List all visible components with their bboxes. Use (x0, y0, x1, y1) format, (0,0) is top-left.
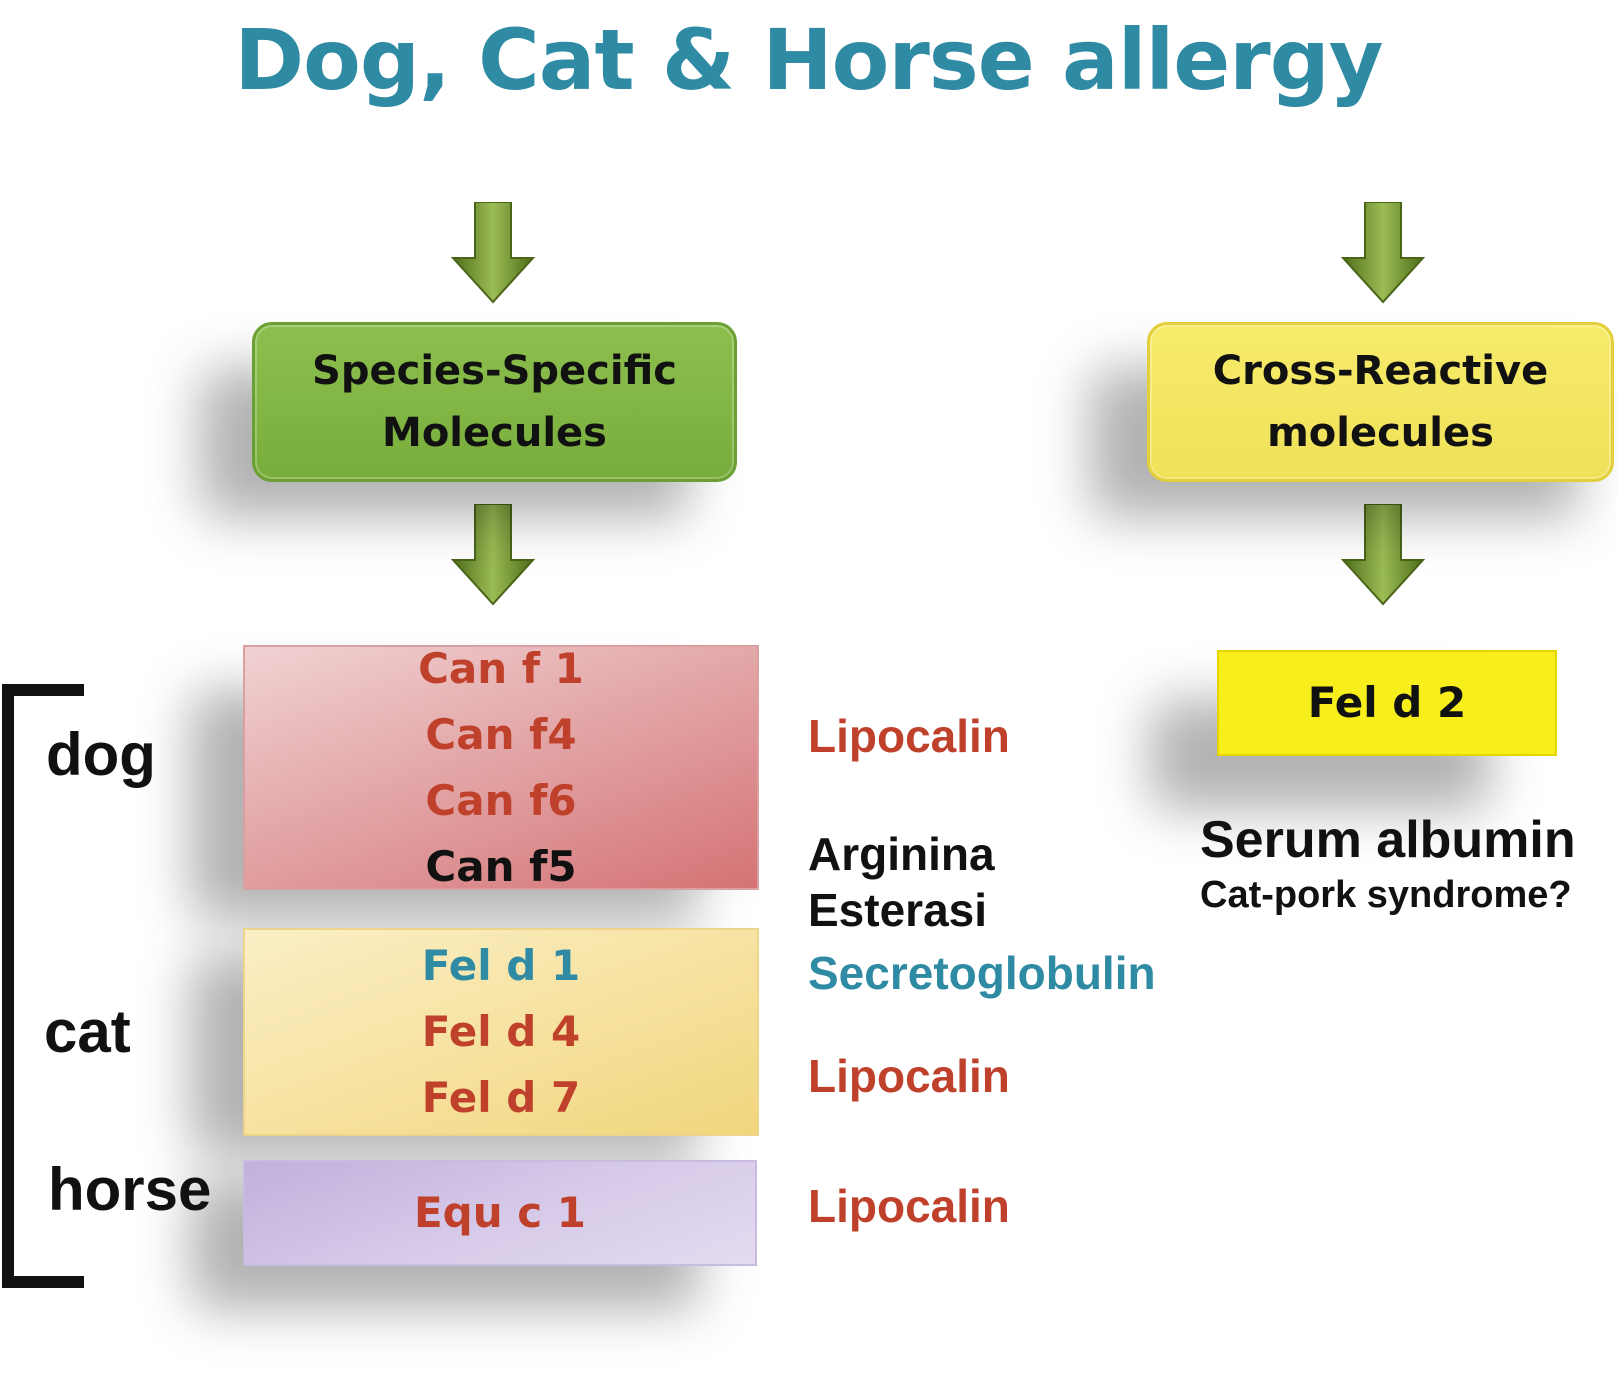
arrow-down-icon (1341, 202, 1425, 304)
cross-reactive-box: Cross-Reactive molecules (1147, 322, 1614, 482)
cat-allergens-box: Fel d 1 Fel d 4 Fel d 7 (243, 928, 759, 1136)
allergen-fel-d-7: Fel d 7 (421, 1073, 581, 1122)
cat-pork-syndrome-note: Cat-pork syndrome? (1200, 874, 1572, 916)
family-secretoglobulin: Secretoglobulin (808, 947, 1156, 999)
family-lipocalin-cat: Lipocalin (808, 1050, 1010, 1102)
allergen-equ-c-1: Equ c 1 (413, 1188, 587, 1237)
allergen-can-f-1: Can f 1 (418, 643, 584, 693)
cross-reactive-label-line2: molecules (1267, 410, 1494, 456)
allergen-can-f6: Can f6 (425, 775, 577, 825)
family-serum-albumin: Serum albumin (1200, 811, 1576, 869)
horse-allergens-box: Equ c 1 (243, 1160, 757, 1266)
allergen-can-f4: Can f4 (425, 709, 577, 759)
arrow-down-icon (451, 504, 535, 606)
species-specific-label-line2: Molecules (382, 410, 607, 456)
cross-reactive-label-line1: Cross-Reactive (1212, 348, 1549, 394)
family-esterasi: Esterasi (808, 884, 988, 936)
species-specific-box: Species-Specific Molecules (252, 322, 737, 482)
arrow-down-icon (451, 202, 535, 304)
species-label-horse: horse (48, 1156, 212, 1223)
species-bracket-top (2, 684, 84, 696)
allergen-fel-d-4: Fel d 4 (421, 1007, 581, 1056)
allergen-can-f5: Can f5 (425, 841, 577, 891)
species-label-cat: cat (44, 998, 131, 1065)
fel-d-2-box: Fel d 2 (1217, 650, 1557, 756)
family-lipocalin-horse: Lipocalin (808, 1180, 1010, 1232)
allergen-fel-d-2: Fel d 2 (1307, 678, 1467, 727)
species-specific-label-line1: Species-Specific (312, 348, 677, 394)
species-label-dog: dog (46, 721, 156, 788)
arrow-down-icon (1341, 504, 1425, 606)
family-arginina: Arginina (808, 828, 995, 880)
family-lipocalin-dog: Lipocalin (808, 710, 1010, 762)
allergen-fel-d-1: Fel d 1 (421, 941, 581, 990)
species-bracket-bottom (2, 1276, 84, 1288)
page-title: Dog, Cat & Horse allergy (234, 11, 1383, 109)
species-bracket (2, 684, 14, 1288)
dog-allergens-box: Can f 1 Can f4 Can f6 Can f5 (243, 644, 759, 891)
